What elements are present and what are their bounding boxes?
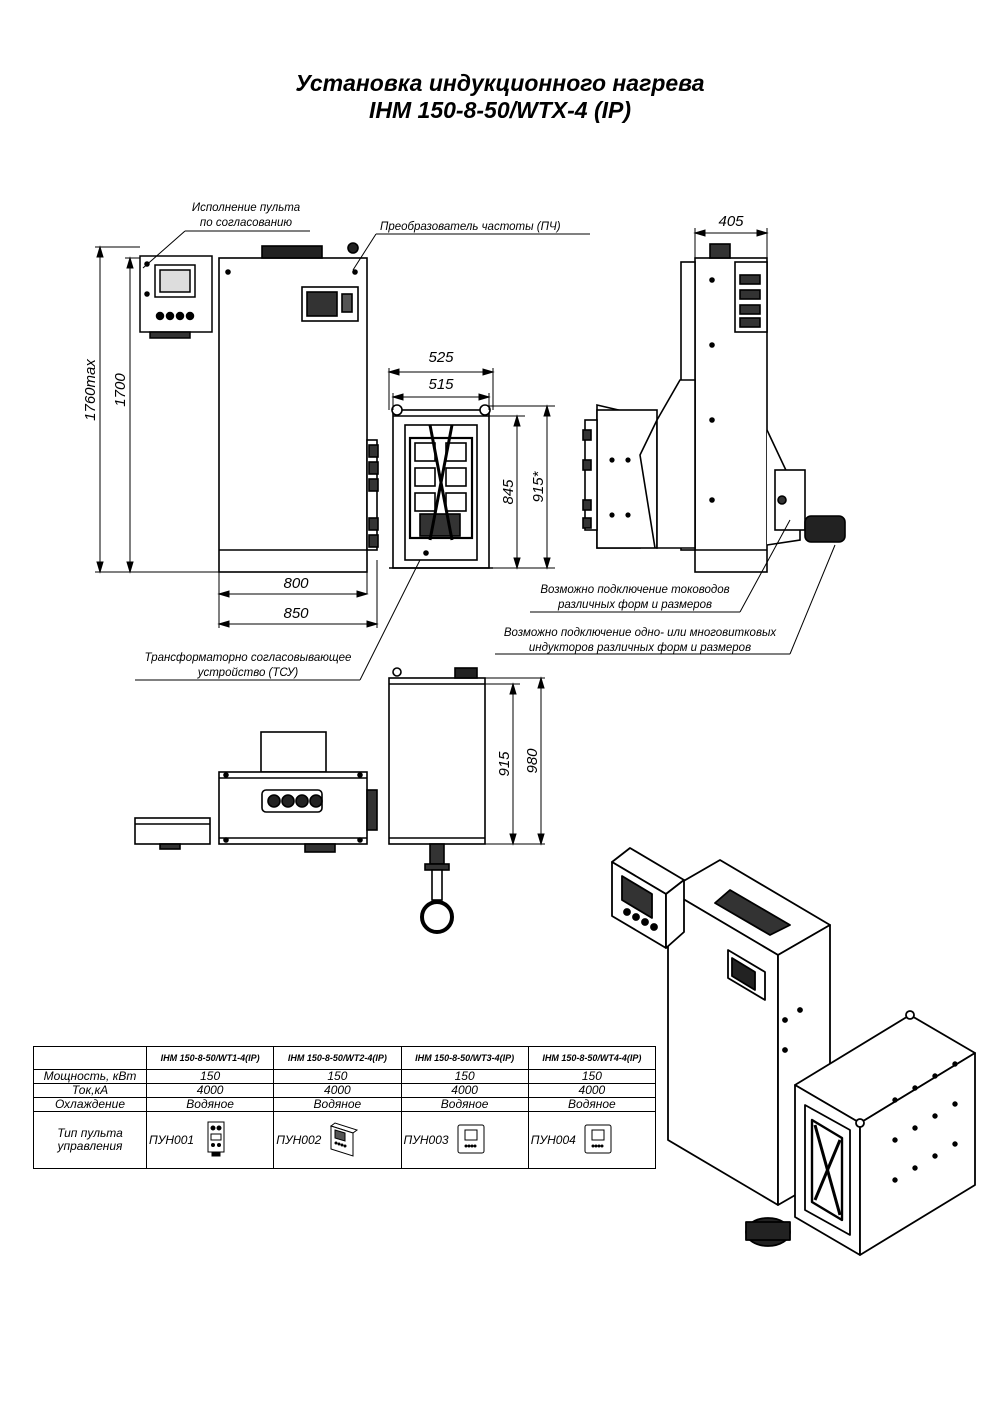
remote-name: ПУН001 xyxy=(149,1132,195,1147)
side-view xyxy=(582,243,846,573)
callout-tsu-line2: устройство (ТСУ) xyxy=(197,667,299,679)
table-cell: Водяное xyxy=(145,1097,275,1112)
dim-980: 980 xyxy=(524,748,541,774)
cabinet-height-dims xyxy=(95,245,219,574)
callout-converter: Преобразователь частоты (ПЧ) xyxy=(380,221,561,233)
table-cell: 4000 xyxy=(527,1083,657,1098)
tsu-top-view xyxy=(388,667,486,934)
table-cell: Водяное xyxy=(273,1097,402,1112)
remote-name: ПУН004 xyxy=(530,1132,576,1147)
tsu-top-dims xyxy=(485,676,545,846)
remote-panel-front xyxy=(139,255,213,339)
tsu-dims xyxy=(387,368,555,570)
table-header-cell: IНМ 150-8-50/WT4-4(IP) xyxy=(527,1046,657,1070)
remote-pun003-icon xyxy=(457,1124,485,1154)
callout-leads-line2: различных форм и размеров xyxy=(557,599,712,611)
table-header-cell: IНМ 150-8-50/WT3-4(IP) xyxy=(400,1046,529,1070)
callout-remote-line2: по согласованию xyxy=(200,217,293,229)
table-cell: 4000 xyxy=(145,1083,275,1098)
isometric-view xyxy=(611,847,976,1256)
remote-name: ПУН003 xyxy=(403,1132,449,1147)
side-dims xyxy=(693,228,769,258)
callout-remote-line1: Исполнение пульта xyxy=(192,202,300,214)
row-label: Охлаждение xyxy=(33,1097,147,1112)
remote-cell: ПУН002 xyxy=(273,1111,402,1169)
page-title-line2: IНМ 150-8-50/WTX-4 (IP) xyxy=(369,97,631,123)
top-view xyxy=(134,731,378,853)
table-cell: Водяное xyxy=(400,1097,529,1112)
remote-label-line1: Тип пульта xyxy=(57,1126,123,1140)
table-header-row: IНМ 150-8-50/WT1-4(IP) IНМ 150-8-50/WT2-… xyxy=(33,1046,657,1070)
dim-845: 845 xyxy=(500,479,517,505)
table-row: Ток,кА 4000 4000 4000 4000 xyxy=(33,1083,657,1098)
table-cell: 150 xyxy=(145,1069,275,1084)
callout-inductors-line2: индукторов различных форм и размеров xyxy=(529,642,751,654)
remote-pun001-icon xyxy=(207,1121,225,1157)
table-cell: 150 xyxy=(400,1069,529,1084)
dim-1700: 1700 xyxy=(112,373,129,407)
dim-515: 515 xyxy=(428,376,454,393)
table-header-cell: IНМ 150-8-50/WT1-4(IP) xyxy=(145,1046,275,1070)
dim-850: 850 xyxy=(283,605,309,622)
remote-cell: ПУН001 xyxy=(145,1111,275,1169)
table-row: Мощность, кВт 150 150 150 150 xyxy=(33,1069,657,1084)
table-cell: 4000 xyxy=(273,1083,402,1098)
remote-cell: ПУН004 xyxy=(527,1111,657,1169)
callout-tsu-line1: Трансформаторно согласовывающее xyxy=(145,652,352,664)
table-header-cell xyxy=(33,1046,147,1070)
callout-leads-line1: Возможно подключение тоководов xyxy=(540,584,729,596)
table-row: Охлаждение Водяное Водяное Водяное Водян… xyxy=(33,1097,657,1112)
cabinet-width-dims xyxy=(217,560,379,628)
dim-405: 405 xyxy=(718,213,744,230)
tsu-front-view xyxy=(389,404,493,569)
table-row-remote: Тип пульта управления ПУН001 ПУН002 ПУН0… xyxy=(33,1111,657,1169)
callout-inductors-line1: Возможно подключение одно- или многовитк… xyxy=(504,627,778,639)
dim-525: 525 xyxy=(428,349,454,366)
spec-table: IНМ 150-8-50/WT1-4(IP) IНМ 150-8-50/WT2-… xyxy=(33,1046,657,1169)
table-cell: 4000 xyxy=(400,1083,529,1098)
remote-pun004-icon xyxy=(584,1124,612,1154)
table-cell: 150 xyxy=(273,1069,402,1084)
side-leaders xyxy=(495,519,836,655)
callout-leaders-top xyxy=(142,230,590,271)
dim-915: 915 xyxy=(496,751,513,777)
table-cell: Водяное xyxy=(527,1097,657,1112)
row-label-remote: Тип пульта управления xyxy=(33,1111,147,1169)
row-label: Мощность, кВт xyxy=(33,1069,147,1084)
remote-cell: ПУН003 xyxy=(400,1111,529,1169)
tsu-leader xyxy=(135,559,421,681)
converter-front-view xyxy=(218,242,379,573)
table-header-cell: IНМ 150-8-50/WT2-4(IP) xyxy=(273,1046,402,1070)
remote-pun002-icon xyxy=(330,1122,359,1157)
page-title-line1: Установка индукционного нагрева xyxy=(295,70,705,96)
dim-915-star: 915* xyxy=(530,470,547,502)
remote-name: ПУН002 xyxy=(276,1132,322,1147)
table-cell: 150 xyxy=(527,1069,657,1084)
remote-label-line2: управления xyxy=(57,1139,123,1153)
dim-800: 800 xyxy=(283,575,309,592)
row-label: Ток,кА xyxy=(33,1083,147,1098)
dim-1760max: 1760max xyxy=(82,359,99,421)
